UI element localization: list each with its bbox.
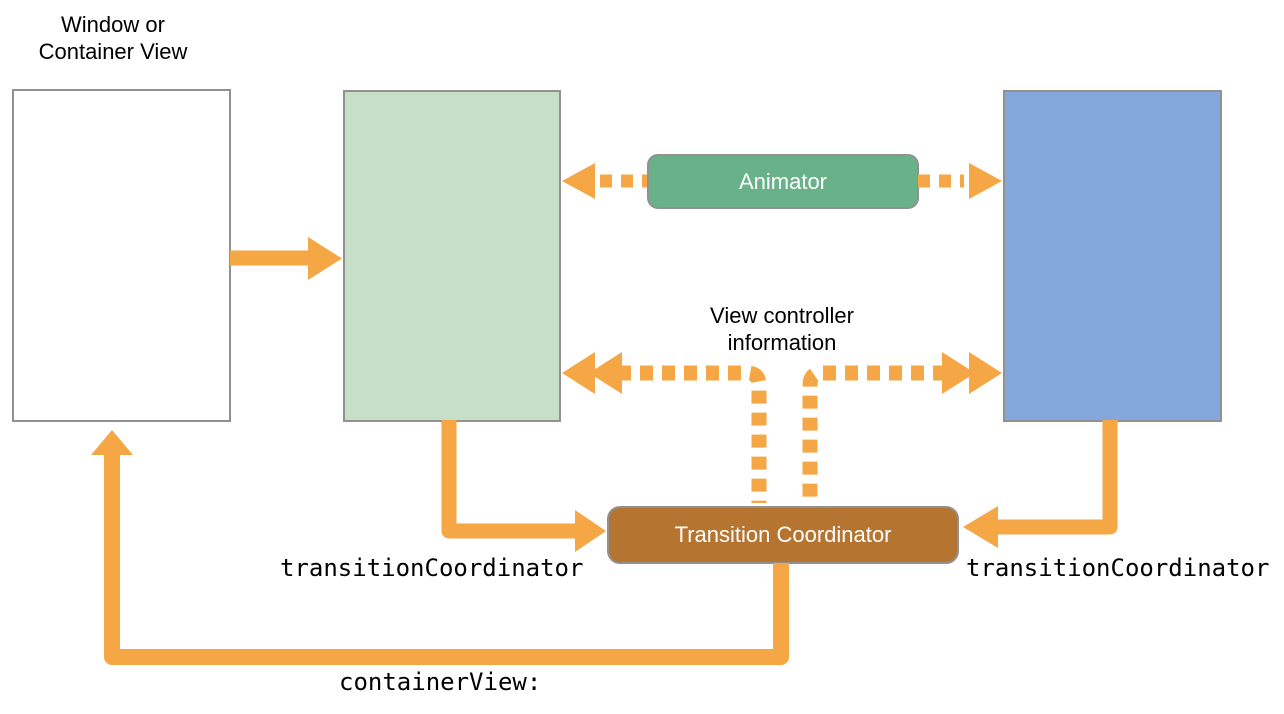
transition-coordinator-property-label-right: transitionCoordinator [966, 554, 1270, 582]
vc-info-left-dashed-arrow [562, 352, 767, 503]
window-container-view-label: Window or Container View [38, 12, 188, 64]
window-to-green-arrow [230, 237, 342, 280]
animator-node: Animator [647, 154, 919, 209]
transition-coordinator-node: Transition Coordinator [607, 506, 959, 564]
animator-right-dashed-arrow [918, 163, 1002, 199]
blue-to-coordinator-arrow [963, 420, 1118, 548]
vc-info-right-dashed-arrow [802, 352, 1002, 503]
animator-label: Animator [738, 168, 828, 194]
green-to-coordinator-arrow [441, 420, 606, 552]
animator-left-dashed-arrow [562, 163, 647, 199]
container-view-parameter-label: containerView: [339, 668, 542, 696]
transition-coordinator-property-label-left: transitionCoordinator [280, 554, 584, 582]
transition-coordinator-label: Transition Coordinator [674, 522, 892, 547]
green-view-box [343, 90, 561, 422]
view-controller-information-label: View controller information [710, 303, 854, 355]
window-container-view-box [12, 89, 231, 422]
blue-view-box [1003, 90, 1222, 422]
